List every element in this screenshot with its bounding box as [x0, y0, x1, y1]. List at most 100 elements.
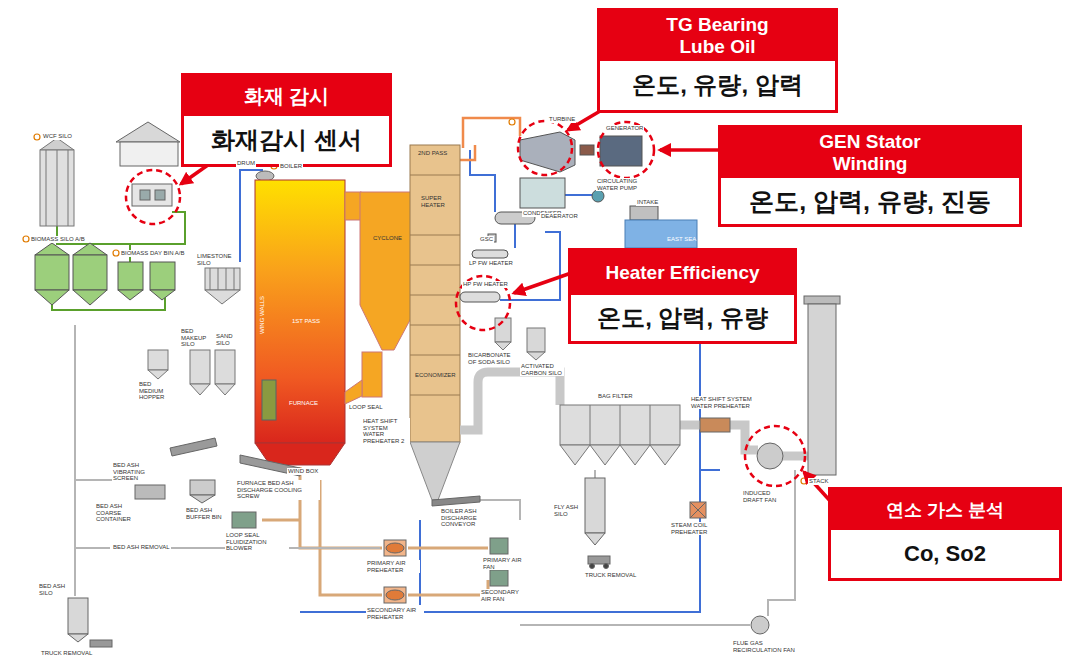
second-pass-part [410, 265, 460, 266]
second-pass-part [410, 235, 460, 236]
second-pass-part [410, 325, 460, 326]
biomass-silos-part [150, 290, 175, 300]
turbine-generator-part [580, 145, 594, 155]
part-label: FURNACE BED ASH DISCHARGE COOLING SCREW [236, 480, 320, 500]
callout-box: 화재 감시화재감시 센서 [181, 73, 392, 167]
ash-lines-part [75, 547, 110, 549]
boiler-part [362, 352, 382, 397]
location-markers-part [34, 134, 40, 140]
callout-values: Co, So2 [904, 541, 986, 566]
silos-part [190, 384, 210, 395]
flue-gas-equipment-part [751, 616, 769, 634]
bed-ash-system-part [135, 485, 165, 499]
silos-part [205, 268, 240, 290]
flue-gas-equipment-part [808, 304, 836, 475]
ash-lines-part [594, 470, 596, 478]
part-label: WCF SILO [42, 133, 73, 140]
bag-filter-part [560, 445, 590, 465]
part-label: BED ASH BUFFER BIN [185, 507, 223, 520]
wcf-building-part [116, 122, 180, 142]
part-label: WING WALLS [259, 295, 266, 335]
turbine-generator-part [600, 136, 642, 166]
fly-ash-silo [585, 478, 610, 569]
turbine-generator-part [472, 250, 508, 258]
green-pipes-part [52, 290, 165, 310]
part-label: HEAT SHIFT SYSTEM WATER PREHEATER 2 [362, 418, 410, 444]
callout-arrows-part [660, 148, 724, 152]
part-label: SECONDARY AIR FAN [480, 589, 526, 602]
part-label: BED MEDIUM HOPPER [138, 381, 172, 401]
bag-filter-part [590, 445, 620, 465]
part-label: LOOP SEAL [348, 404, 384, 411]
part-label: BED ASH SILO [38, 583, 66, 596]
bed-ash-system-part [90, 640, 112, 647]
part-label: EAST SEA [666, 236, 697, 243]
second-pass-part [410, 355, 460, 356]
bed-ash-system-part [68, 598, 88, 634]
silos-part [226, 268, 227, 290]
flue-gas-equipment-part [757, 443, 783, 469]
callout-circles-part [518, 121, 572, 175]
part-label: PRIMARY AIR FAN [482, 557, 524, 570]
second-pass-part [432, 496, 480, 506]
callout-box: Heater Efficiency온도, 압력, 유량 [568, 248, 797, 344]
fly-ash-silo-part [604, 564, 609, 569]
wcf-building-part [140, 190, 150, 200]
callout-arrows-part [514, 272, 574, 293]
air-equipment-part [384, 540, 406, 556]
callout-value-box: 온도, 압력, 유량 [571, 295, 794, 341]
part-label: FLY ASH SILO [553, 504, 583, 517]
part-label: BIOMASS SILO A/B [30, 236, 86, 243]
biomass-silos-part [35, 255, 69, 290]
wcf-building-part [132, 184, 172, 206]
silos-part [218, 268, 219, 290]
turbine-generator-part [520, 178, 565, 208]
silos-part [215, 384, 235, 395]
part-label: HP FW HEATER [462, 281, 509, 288]
wcf-silo-part [40, 138, 74, 150]
silos-part [148, 370, 168, 379]
air-ducts-part [262, 519, 300, 522]
wcf-silo [40, 138, 74, 226]
blue-pipes-part [300, 470, 720, 612]
reagent-silos-part [527, 352, 545, 360]
flue-gas-equipment-part [690, 502, 706, 518]
part-label: STEAM COIL PREHEATER [670, 522, 714, 535]
part-label: BOILER ASH DISCHARGE CONVEYOR [440, 508, 504, 528]
wcf-silo-part [68, 150, 69, 226]
callout-value-box: 온도, 유량, 압력 [600, 61, 835, 110]
steam-pipes-part [458, 145, 475, 160]
fly-ash-silo-part [585, 533, 605, 545]
steam-pipes [458, 118, 520, 160]
air-equipment-part [490, 538, 508, 554]
flue-ducts-part [460, 372, 560, 430]
air-equipment-part [384, 587, 406, 603]
air-equipment-part [232, 512, 256, 528]
part-label: BOILER [279, 163, 303, 170]
air-equipment-part [386, 590, 404, 600]
boiler-part [345, 380, 362, 404]
boiler-part [255, 180, 345, 443]
flue-gas-equipment-part [690, 502, 706, 518]
bag-filter [560, 405, 680, 465]
part-label: BAG FILTER [597, 393, 634, 400]
ash-lines-part [74, 325, 76, 596]
fly-ash-silo-part [588, 556, 610, 564]
flue-gas-equipment-part [804, 296, 840, 304]
flue-gas-equipment-part [700, 418, 730, 432]
silos [148, 268, 240, 395]
steam-pipes-part [463, 118, 520, 148]
callout-circles-part [126, 170, 180, 224]
part-label: SAND SILO [215, 333, 241, 346]
ash-lines-part [520, 624, 750, 626]
silos-part [205, 290, 240, 304]
location-markers-part [801, 478, 807, 484]
flue-gas-equipment [690, 296, 840, 634]
biomass-silos-part [118, 262, 143, 290]
bed-ash-system-part [68, 634, 88, 642]
part-label: CYCLONE [372, 235, 403, 242]
silos-part [148, 350, 168, 370]
callout-circles-part [598, 122, 654, 178]
part-label: BED ASH COARSE CONTAINER [95, 503, 143, 523]
